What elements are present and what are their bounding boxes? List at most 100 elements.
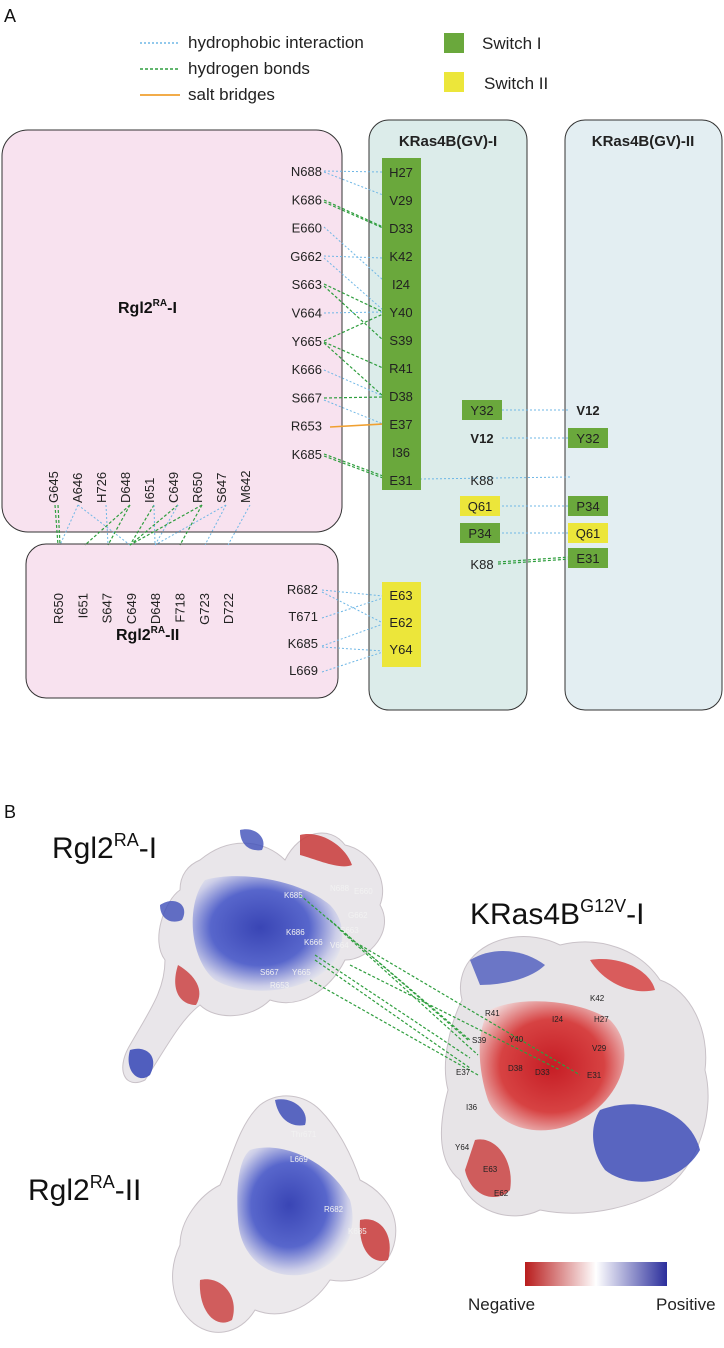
surface-kras-label: Y40	[509, 1035, 524, 1044]
interface-left-residue: K88	[470, 557, 493, 572]
interaction-lines	[54, 170, 571, 673]
panel-letter-b: B	[4, 802, 16, 822]
surface-kras-label: I24	[552, 1015, 564, 1024]
surface-kras-label: D33	[535, 1068, 550, 1077]
surface-kras-label: S39	[472, 1036, 487, 1045]
surface-rgl2-label: Thr671	[291, 1130, 317, 1139]
interface-right-residue: Q61	[576, 526, 601, 541]
rgl1-residue: G662	[290, 249, 322, 264]
legend-salt-text: salt bridges	[188, 85, 275, 104]
surface-kras-label: V29	[592, 1044, 607, 1053]
interface-right-box	[568, 496, 608, 516]
rgl2-title: Rgl2RA-II	[116, 625, 179, 644]
interface-right-residue: Y32	[576, 431, 599, 446]
rgl2-top-residue: F718	[173, 593, 188, 623]
legend-switch2-swatch	[444, 72, 464, 92]
rgl1-bottom-residue: S647	[214, 473, 229, 503]
interface-left-residue: Q61	[468, 499, 493, 514]
legend-switch1-swatch	[444, 33, 464, 53]
kras1-switch1-bar	[382, 158, 421, 490]
interface-left-residue: Y32	[470, 403, 493, 418]
surface-kras-label: H27	[594, 1015, 609, 1024]
rgl1-bottom-residue: H726	[94, 472, 109, 503]
rgl1-bottom-residue: I651	[142, 478, 157, 503]
rgl1-bottom-residue: R650	[190, 472, 205, 503]
interface-left-box	[460, 523, 500, 543]
rgl2-right-residue: K685	[288, 636, 318, 651]
kras1-residue: D38	[389, 389, 413, 404]
rgl2-box	[25, 543, 339, 699]
surface-rgl1-label: S663	[340, 926, 359, 935]
legend-hbond-text: hydrogen bonds	[188, 59, 310, 78]
rgl1-bottom-residues: G645 A646 H726 D648 I651 C649 R650 S647 M642	[46, 470, 253, 503]
interface-right-residue: P34	[576, 499, 599, 514]
surface-rgl1-title: Rgl2RA-I	[52, 830, 157, 865]
kras1-residue: V29	[389, 193, 412, 208]
surface-rgl1-label: K666	[304, 938, 323, 947]
kras1-switch2-bar	[382, 582, 421, 667]
surface-kras-label: E63	[483, 1165, 498, 1174]
surface-rgl1-label: E660	[354, 887, 373, 896]
surface-rgl1-label: Y665	[292, 968, 311, 977]
legend-switch1-text: Switch I	[482, 34, 542, 53]
kras1-switch2-residue: E62	[389, 615, 412, 630]
rgl1-bottom-residue: M642	[238, 470, 253, 503]
rgl1-title: Rgl2RA-I	[118, 298, 177, 317]
rgl1-bottom-residue: G645	[46, 471, 61, 503]
colorbar	[525, 1262, 667, 1286]
surface-rgl1-label: K685	[284, 891, 303, 900]
kras1-residue: I36	[392, 445, 410, 460]
rgl1-residue: S667	[292, 390, 322, 405]
rgl2-surface-image	[172, 1095, 397, 1333]
surface-rgl2-label: R682	[324, 1205, 344, 1214]
rgl2-top-residue: C649	[124, 593, 139, 624]
kras1-residue: E31	[389, 473, 412, 488]
rgl2-top-residue: S647	[100, 593, 115, 623]
interface-left-box	[460, 496, 500, 516]
surface-kras-label: I36	[466, 1103, 478, 1112]
surface-rgl2-label: K685	[348, 1227, 367, 1236]
kras1-residue: R41	[389, 361, 413, 376]
rgl1-residue: V664	[292, 306, 322, 321]
interface-right-box	[568, 548, 608, 568]
rgl1-bottom-residue: C649	[166, 472, 181, 503]
interface-right-box	[568, 428, 608, 448]
surface-rgl1-label: G662	[348, 911, 368, 920]
legend: hydrophobic interaction hydrogen bonds s…	[140, 33, 548, 104]
interface-right-box	[568, 523, 608, 543]
kras1-residue: D33	[389, 221, 413, 236]
surface-kras-label: E31	[587, 1071, 602, 1080]
colorbar-negative-label: Negative	[468, 1295, 535, 1314]
kras1-residue: S39	[389, 333, 412, 348]
interface-left-residue: P34	[468, 526, 491, 541]
surface-kras-label: Y64	[455, 1143, 470, 1152]
rgl1-bottom-residue: D648	[118, 472, 133, 503]
panel-letter-a: A	[4, 6, 16, 26]
rgl1-residue: N688	[291, 164, 322, 179]
rgl1-residue: R653	[291, 419, 322, 434]
rgl2-top-residue: D648	[148, 593, 163, 624]
rgl1-bottom-residue: A646	[70, 473, 85, 503]
interface-right-residue: E31	[576, 551, 599, 566]
surface-kras-label: D38	[508, 1064, 523, 1073]
legend-switch2-text: Switch II	[484, 74, 548, 93]
rgl2-top-residue: G723	[197, 593, 212, 625]
kras1-residue: Y40	[389, 305, 412, 320]
kras1-switch2-residue: E63	[389, 588, 412, 603]
rgl1-residue: E660	[292, 221, 322, 236]
rgl1-box	[1, 129, 343, 533]
surface-rgl1-label: N688	[330, 884, 350, 893]
surface-rgl1-label: K686	[286, 928, 305, 937]
rgl2-right-residue: L669	[289, 663, 318, 678]
kras-surface-image	[440, 936, 709, 1217]
rgl2-right-residue: R682	[287, 582, 318, 597]
surface-interaction-lines	[299, 894, 581, 1076]
